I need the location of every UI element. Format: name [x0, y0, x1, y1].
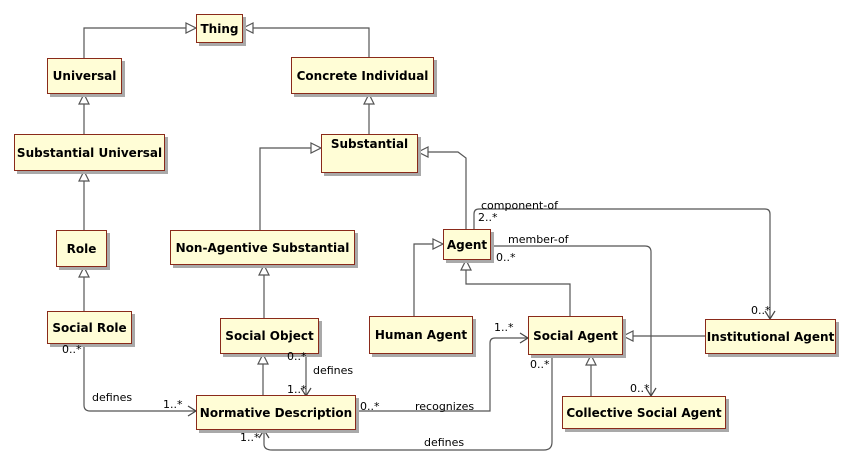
- triangle-thing-left: [185, 22, 198, 34]
- label-member-of: member-of: [508, 233, 569, 246]
- class-concrete-individual-label: Concrete Individual: [296, 68, 429, 83]
- triangle-substantial-right: [416, 146, 429, 158]
- class-social-role-label: Social Role: [52, 320, 127, 335]
- mult-agent-src: 0..*: [530, 358, 550, 371]
- mult-recog-src: 0..*: [360, 400, 380, 413]
- class-role[interactable]: Role: [56, 230, 107, 267]
- mult-role-dst: 1..*: [163, 398, 183, 411]
- mult-component-src: 2..*: [478, 211, 498, 224]
- triangle-subuniv: [78, 169, 90, 182]
- class-collective-social-agent-label: Collective Social Agent: [566, 405, 722, 420]
- class-substantial[interactable]: Substantial: [321, 134, 418, 173]
- class-thing[interactable]: Thing: [196, 14, 243, 43]
- class-non-agentive-substantial[interactable]: Non-Agentive Substantial: [170, 230, 355, 265]
- class-non-agentive-substantial-label: Non-Agentive Substantial: [175, 240, 350, 255]
- triangle-universal: [78, 92, 90, 105]
- class-substantial-universal[interactable]: Substantial Universal: [14, 134, 165, 171]
- class-social-object-label: Social Object: [225, 329, 314, 343]
- edge-universal-thing: [83, 27, 192, 58]
- triangle-socialagent-right: [621, 330, 634, 342]
- class-human-agent[interactable]: Human Agent: [369, 316, 473, 354]
- class-agent-label: Agent: [446, 237, 488, 252]
- assoc-defines-role: [83, 344, 196, 412]
- label-component-of: component-of: [481, 199, 559, 212]
- class-normative-description-label: Normative Description: [199, 405, 353, 420]
- class-agent[interactable]: Agent: [443, 229, 491, 260]
- triangle-socialagent-bottom: [585, 353, 597, 366]
- class-universal[interactable]: Universal: [47, 58, 122, 94]
- arrow-defines-agent: [258, 428, 270, 439]
- generalization-arrowheads: [78, 22, 634, 366]
- triangle-substantial-left: [310, 142, 323, 154]
- mult-recog-dst: 1..*: [494, 321, 514, 334]
- mult-agent-dst: 1..*: [240, 431, 260, 444]
- mult-member-dst: 0..*: [630, 382, 650, 395]
- generalization-edges: [83, 27, 705, 396]
- class-universal-label: Universal: [52, 69, 117, 83]
- class-concrete-individual[interactable]: Concrete Individual: [291, 57, 434, 94]
- edge-humanagent-agent: [413, 243, 440, 316]
- class-social-role[interactable]: Social Role: [47, 311, 132, 344]
- class-institutional-agent-label: Institutional Agent: [706, 329, 835, 344]
- edge-nonagentive-substantial: [259, 147, 318, 230]
- edge-concrete-thing: [247, 27, 370, 57]
- mult-object-dst: 1..*: [287, 383, 307, 396]
- triangle-role: [78, 265, 90, 278]
- assoc-component-of: [473, 208, 771, 318]
- mult-component-dst: 0..*: [751, 304, 771, 317]
- assoc-member-of: [492, 245, 652, 395]
- label-defines-object: defines: [313, 364, 354, 377]
- class-social-agent[interactable]: Social Agent: [528, 316, 623, 355]
- class-social-object[interactable]: Social Object: [220, 318, 319, 354]
- class-thing-label: Thing: [200, 21, 239, 36]
- edge-socialagent-agent: [465, 262, 571, 316]
- triangle-concrete: [363, 92, 375, 105]
- triangle-socialobject: [257, 352, 269, 365]
- triangle-nonagentive: [258, 263, 270, 276]
- assoc-defines-agent: [263, 357, 553, 451]
- mult-object-src: 0..*: [287, 350, 307, 363]
- label-defines-agent: defines: [424, 436, 465, 449]
- class-normative-description[interactable]: Normative Description: [196, 395, 356, 430]
- triangle-thing-right: [241, 22, 254, 34]
- class-substantial-label: Substantial: [330, 137, 409, 151]
- class-substantial-universal-label: Substantial Universal: [16, 145, 163, 160]
- assoc-recognizes: [356, 337, 527, 412]
- class-institutional-agent[interactable]: Institutional Agent: [705, 319, 836, 354]
- class-social-agent-label: Social Agent: [533, 328, 618, 343]
- label-defines-role: defines: [92, 391, 133, 404]
- triangle-agent-bottom: [460, 258, 472, 271]
- label-recognizes: recognizes: [415, 400, 475, 413]
- edge-agent-substantial: [421, 151, 467, 229]
- mult-member-src: 0..*: [496, 251, 516, 264]
- mult-role-src: 0..*: [62, 343, 82, 356]
- association-edges: [83, 208, 771, 451]
- class-role-label: Role: [66, 241, 97, 256]
- class-collective-social-agent[interactable]: Collective Social Agent: [562, 396, 726, 429]
- triangle-agent-left: [432, 238, 445, 250]
- class-human-agent-label: Human Agent: [374, 328, 468, 342]
